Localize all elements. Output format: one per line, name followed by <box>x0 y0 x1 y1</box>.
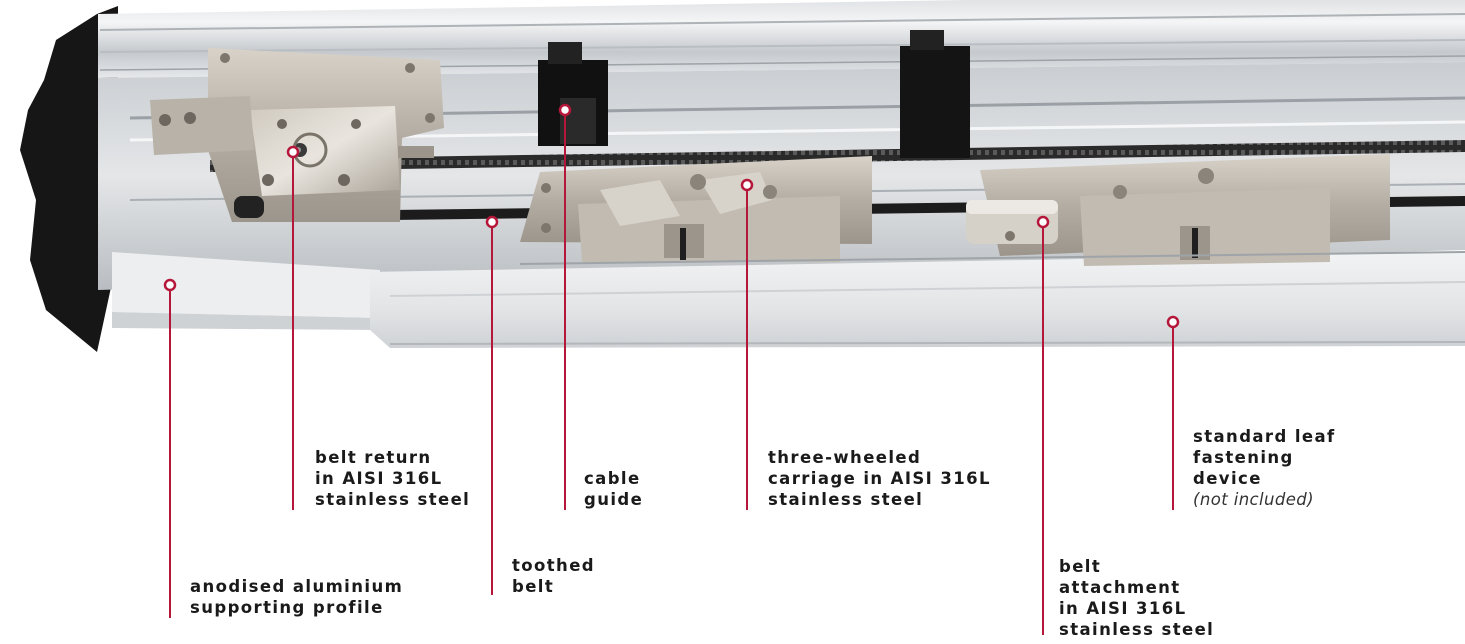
toothed-belt-upper <box>210 140 1465 172</box>
belt-attachment <box>966 200 1058 244</box>
not-included-note: (not included) <box>1193 490 1314 509</box>
cable-guide-right <box>900 30 970 158</box>
cable-guide-left <box>538 42 608 146</box>
second-carriage <box>980 154 1390 266</box>
label-toothed-belt: toothed belt <box>512 556 595 596</box>
label-standard-leaf-fastening-device: standard leaf fastening device (not incl… <box>1193 427 1336 509</box>
end-cap <box>20 6 118 352</box>
label-belt-return: belt return in AISI 316L stainless steel <box>315 448 471 509</box>
label-three-wheeled-carriage: three-wheeled carriage in AISI 316L stai… <box>768 448 991 509</box>
label-anodised-aluminium-profile: anodised aluminium supporting profile <box>190 577 404 617</box>
top-rail <box>98 0 1465 78</box>
label-belt-attachment: belt attachment in AISI 316L stainless s… <box>1059 557 1215 639</box>
label-cable-guide: cable guide <box>584 469 644 509</box>
leaf-cover <box>370 252 1465 348</box>
three-wheeled-carriage <box>520 156 872 262</box>
lower-profile <box>112 252 380 318</box>
